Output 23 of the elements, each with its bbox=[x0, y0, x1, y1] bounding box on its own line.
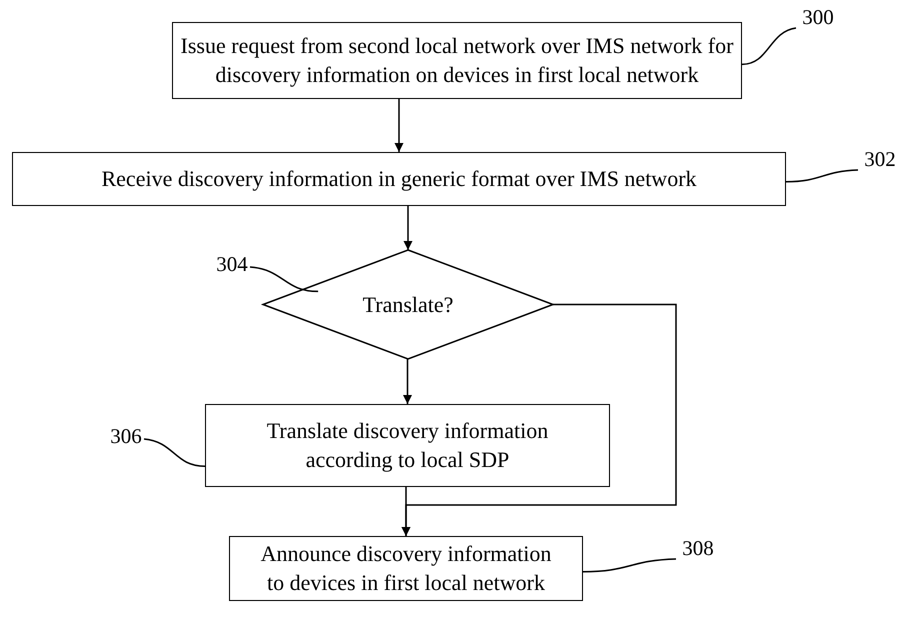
leader-line bbox=[144, 438, 206, 467]
arrow bbox=[394, 99, 404, 152]
step-text: Translate discovery information according to local SDP bbox=[266, 416, 550, 474]
decision-label: Translate? bbox=[362, 290, 454, 318]
process-box bbox=[172, 22, 742, 99]
leader-line bbox=[786, 169, 858, 182]
step-text: Receive discovery information in generic format over IMS network bbox=[101, 164, 697, 193]
callout-number: 304 bbox=[210, 251, 254, 277]
process-box bbox=[205, 404, 610, 487]
leader-line bbox=[582, 558, 676, 572]
callout-number: 306 bbox=[104, 423, 148, 449]
process-box bbox=[229, 536, 583, 601]
leader-line bbox=[250, 266, 318, 292]
callout-number: 302 bbox=[858, 146, 902, 172]
arrow bbox=[403, 359, 412, 404]
callout-number: 300 bbox=[796, 4, 840, 30]
arrow bbox=[404, 206, 412, 250]
process-box bbox=[12, 152, 786, 206]
arrow bbox=[402, 304, 677, 536]
step-text: Issue request from second local network over IMS network for discovery information on devices in first local network bbox=[180, 32, 734, 89]
step-text: Announce discovery information to devices in first local network bbox=[260, 540, 552, 596]
callout-number: 308 bbox=[676, 535, 720, 561]
leader-line bbox=[742, 27, 796, 66]
